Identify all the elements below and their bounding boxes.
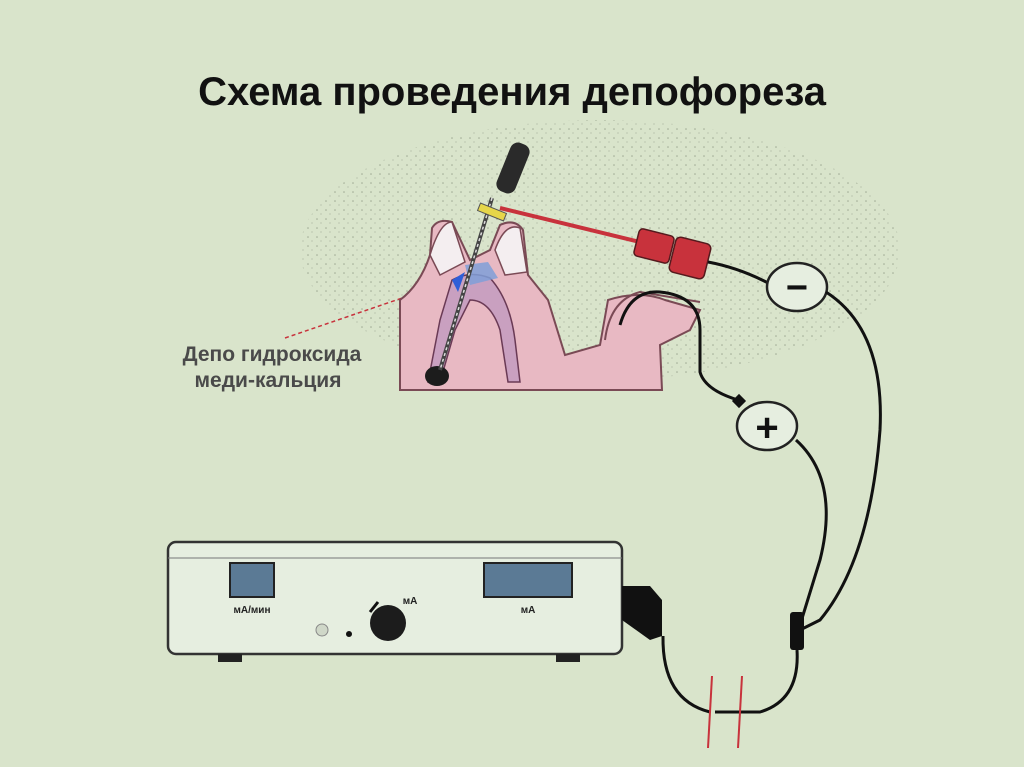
wire-positive-out xyxy=(794,438,828,626)
positive-sign: + xyxy=(755,406,778,450)
depot-label-line1: Депо гидроксида xyxy=(183,343,362,366)
wire-negative-in xyxy=(707,260,771,286)
indicator-dot xyxy=(346,631,352,637)
break-mark-2 xyxy=(737,675,743,749)
root-file-instrument xyxy=(438,142,530,371)
cable-loop xyxy=(715,649,799,714)
left-display-label: мА/мин xyxy=(234,605,271,616)
slide-title: Схема проведения депофореза xyxy=(198,70,826,114)
depot-blob xyxy=(425,366,449,386)
device-connector xyxy=(622,586,662,640)
negative-electrode xyxy=(499,206,712,280)
right-display xyxy=(483,562,573,598)
left-display xyxy=(229,562,275,598)
negative-terminal: − xyxy=(765,261,829,313)
break-mark-1 xyxy=(707,675,713,749)
wire-negative-out xyxy=(799,290,882,632)
positive-terminal: + xyxy=(735,400,799,452)
indicator-lamp xyxy=(315,623,329,637)
galvanization-device: мА/мин мА мА xyxy=(166,540,662,662)
right-display-label: мА xyxy=(521,605,536,616)
cable-plug xyxy=(790,612,804,650)
current-knob[interactable] xyxy=(370,605,406,641)
depot-label-line2: меди-кальция xyxy=(195,369,342,392)
knob-label: мА xyxy=(403,596,418,607)
tooth-section xyxy=(399,219,702,391)
wire-positive-in xyxy=(618,290,739,402)
negative-sign: − xyxy=(786,267,808,309)
